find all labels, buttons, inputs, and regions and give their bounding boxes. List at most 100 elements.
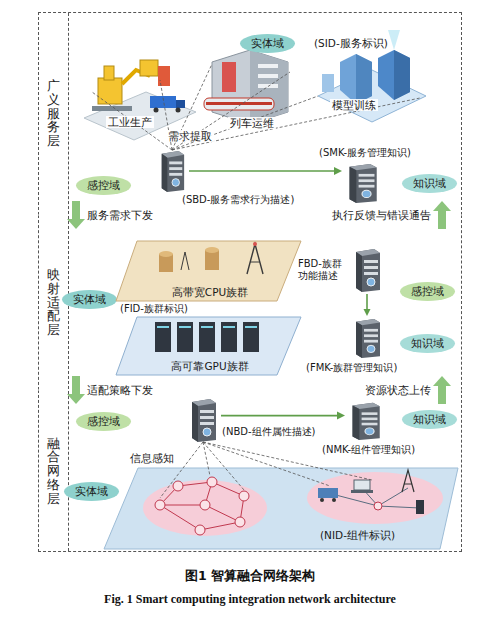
domain-name: 知识域 — [413, 413, 446, 426]
illustration-part — [416, 500, 424, 514]
illustration-part — [378, 488, 408, 506]
illustration-part — [173, 481, 183, 491]
illustration-part — [320, 498, 324, 502]
illustration-part — [192, 402, 198, 442]
illustration-part — [367, 278, 375, 286]
illustration-part — [362, 418, 378, 421]
illustration-part — [394, 50, 410, 100]
illustration-part — [92, 106, 132, 111]
illustration-part — [160, 442, 203, 498]
illustration-part — [356, 319, 380, 358]
illustration-part — [245, 326, 257, 328]
illustration-part — [200, 422, 214, 425]
layer-flow-arrow — [433, 376, 451, 404]
illustration-part — [322, 74, 334, 92]
arrow-label: 资源状态上传 — [363, 384, 433, 396]
layer-band: 广义服务层实体域感控域知识域(SBD-服务需求行为描述)(SMK-服务管理知识) — [38, 12, 462, 215]
network-plane — [104, 468, 458, 549]
illustration-part — [221, 322, 237, 352]
domain-oval: 实体域 — [62, 290, 117, 309]
illustration-part — [158, 66, 170, 86]
annotation-label: 需求提取 — [166, 130, 214, 142]
illustration-part — [104, 66, 114, 80]
illustration-part — [307, 472, 443, 524]
illustration-part — [205, 505, 240, 522]
layer-label-cell: 广义服务层 — [39, 13, 69, 214]
illustration-part — [195, 525, 205, 535]
domain-oval: 感控域 — [400, 282, 455, 301]
illustration-part — [359, 185, 375, 188]
connector-line — [438, 210, 446, 229]
cluster-panel: 高可靠GPU族群 — [115, 316, 305, 376]
server-icon: (SBD-服务需求行为描述) — [158, 150, 186, 192]
domain-name: 实体域 — [251, 37, 284, 50]
illustration-part — [362, 190, 371, 197]
illustration-part — [352, 248, 382, 292]
domain-oval: 实体域 — [240, 34, 295, 53]
illustration-part — [200, 416, 214, 419]
illustration-part — [258, 74, 278, 78]
domain-oval: 实体域 — [64, 482, 119, 501]
illustration-part — [348, 402, 382, 440]
flow-arrow — [189, 167, 342, 175]
illustration-part — [206, 102, 272, 105]
illustration-part — [169, 167, 182, 170]
illustration-part — [356, 249, 380, 292]
server-caption: (NBD-组件属性描述) — [222, 426, 315, 438]
illustration-part — [162, 154, 168, 192]
server-caption: (NMK-组件管理知识) — [322, 444, 415, 456]
illustration-part — [356, 322, 362, 358]
domain-name: 感控域 — [87, 179, 120, 192]
arrow-head — [334, 167, 342, 175]
domain-oval: 知识域 — [402, 410, 457, 429]
layer-band: 映射适配层实体域高带宽CPU族群高可靠GPU族群FBD-族群功能描述感控域(FM… — [38, 215, 462, 390]
illustration-part — [356, 54, 372, 104]
illustration-part — [367, 345, 375, 352]
illustration-part — [176, 100, 185, 108]
illustration-part — [204, 98, 274, 110]
layer-band: 融合网络层感控域(NBD-组件属性描述)(NMK-组件管理知识)知识域实体域 — [38, 390, 462, 552]
illustration-part — [104, 468, 458, 549]
arrow-head — [433, 201, 451, 211]
figure-caption: 图1 智算融合网络架构 — [0, 568, 500, 585]
flow-arrow — [364, 294, 371, 316]
illustration-part — [250, 50, 288, 124]
illustration-part — [362, 412, 378, 415]
illustration-part — [155, 500, 165, 510]
illustration-part — [160, 482, 244, 530]
illustration-part — [160, 505, 205, 506]
illustration-part — [192, 399, 216, 442]
illustration-part — [374, 502, 382, 510]
illustration-part — [143, 480, 267, 536]
illustration-part — [200, 500, 210, 510]
illustration-part — [365, 428, 374, 435]
illustration-part — [253, 242, 257, 246]
demand-leader-lines — [92, 64, 420, 150]
arrow-head — [364, 309, 371, 316]
illustration-part — [351, 490, 373, 493]
cluster-panel: 高带宽CPU族群 — [115, 240, 305, 302]
illustration-part — [258, 84, 278, 88]
illustration-part — [364, 340, 378, 343]
server-caption: (FMK-族群管理知识) — [306, 362, 397, 374]
layer-name: 广义服务层 — [47, 79, 60, 148]
illustration-part — [169, 173, 182, 176]
domain-oval: 知识域 — [400, 334, 455, 353]
connector-line — [366, 294, 368, 310]
domain-name: 感控域 — [411, 285, 444, 298]
illustration-part — [207, 477, 217, 487]
cluster-name: 高可靠GPU族群 — [171, 360, 248, 372]
illustration-part — [250, 262, 260, 263]
illustration-part — [359, 174, 375, 177]
illustration-part — [350, 167, 357, 203]
illustration-part — [212, 50, 288, 124]
server-icon: FBD-族群功能描述 — [352, 248, 382, 292]
annotation-label: (SID-服务标识) — [312, 37, 390, 49]
illustration-part — [243, 322, 259, 352]
illustration-part — [364, 329, 378, 332]
server-icon: (NMK-组件管理知识) — [348, 402, 382, 440]
caption-english: Fig. 1 Smart computing integration netwo… — [0, 592, 500, 607]
illustration-part — [158, 150, 186, 192]
annotation-label: 信息感知 — [128, 452, 176, 464]
